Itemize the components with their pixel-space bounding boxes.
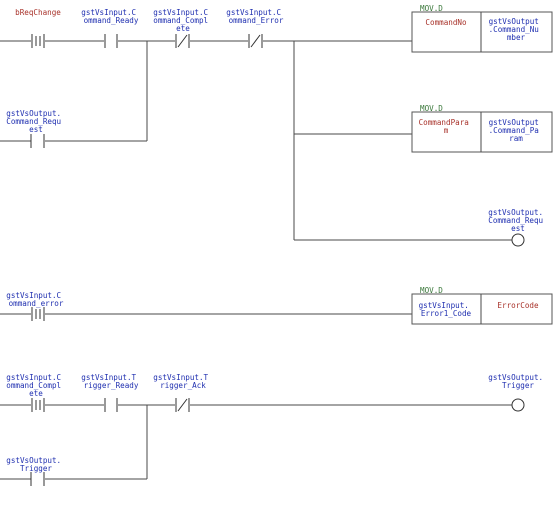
fb-input: CommandNo xyxy=(425,18,467,27)
coil-circle xyxy=(511,398,525,412)
fb-output: ErrorCode xyxy=(497,301,539,310)
fb-box xyxy=(411,293,553,325)
contact-label: gstVsInput.C ommand_Ready xyxy=(81,8,140,25)
fb-box xyxy=(411,111,553,153)
fb-output: gstVsOutput .Command_Pa ram xyxy=(489,118,544,143)
rung-1: bReqChange gstVsInput.C ommand_Ready gst… xyxy=(0,4,553,247)
contact-command-error-nc[interactable]: gstVsInput.C ommand_Error xyxy=(226,8,285,48)
contact-trigger-ready[interactable]: gstVsInput.T rigger_Ready xyxy=(81,373,140,412)
contact-label: gstVsInput.C ommand_error xyxy=(6,291,65,308)
contact-label: gstVsInput.C ommand_Compl ete xyxy=(153,8,212,33)
contact-label: gstVsOutput. Trigger xyxy=(6,456,65,473)
rung-3: gstVsInput.C ommand_Compl ete gstVsInput… xyxy=(0,373,547,486)
rung-2: gstVsInput.C ommand_error MOV.D gstVsInp… xyxy=(0,286,553,325)
contact-label: gstVsInput.C ommand_Error xyxy=(226,8,285,25)
mov-block-error-code[interactable]: MOV.D gstVsInput. Error1_Code ErrorCode xyxy=(411,286,553,325)
fb-input: gstVsInput. Error1_Code xyxy=(419,301,474,318)
contact-label: gstVsInput.T rigger_Ready xyxy=(81,373,140,390)
contact-label: gstVsInput.C ommand_Compl ete xyxy=(6,373,65,398)
coil-circle xyxy=(511,233,525,247)
fb-input: CommandPara m xyxy=(419,118,474,135)
coil-trigger[interactable]: gstVsOutput. Trigger xyxy=(488,373,547,412)
mov-block-command-param[interactable]: MOV.D CommandPara m gstVsOutput .Command… xyxy=(411,104,553,153)
fb-name: MOV.D xyxy=(420,286,443,295)
contact-label: bReqChange xyxy=(15,8,61,17)
contact-command-error[interactable]: gstVsInput.C ommand_error xyxy=(6,291,65,321)
contact-breqchange[interactable]: bReqChange xyxy=(15,8,61,48)
coil-label: gstVsOutput. Trigger xyxy=(488,373,547,390)
mov-block-command-number[interactable]: MOV.D CommandNo gstVsOutput .Command_Nu … xyxy=(411,4,553,53)
fb-box xyxy=(411,11,553,53)
coil-command-request[interactable]: gstVsOutput. Command_Requ est xyxy=(488,208,547,247)
contact-label: gstVsInput.T rigger_Ack xyxy=(153,373,212,390)
contact-command-request[interactable]: gstVsOutput. Command_Requ est xyxy=(6,109,65,148)
fb-output: gstVsOutput .Command_Nu mber xyxy=(489,17,544,42)
fb-name: MOV.D xyxy=(420,104,443,113)
contact-command-ready[interactable]: gstVsInput.C ommand_Ready xyxy=(81,8,140,48)
contact-command-complete[interactable]: gstVsInput.C ommand_Compl ete xyxy=(6,373,65,412)
contact-trigger-ack-nc[interactable]: gstVsInput.T rigger_Ack xyxy=(153,373,212,412)
contact-trigger[interactable]: gstVsOutput. Trigger xyxy=(6,456,65,486)
contact-label: gstVsOutput. Command_Requ est xyxy=(6,109,65,134)
fb-name: MOV.D xyxy=(420,4,443,13)
contact-command-complete-nc[interactable]: gstVsInput.C ommand_Compl ete xyxy=(153,8,212,48)
coil-label: gstVsOutput. Command_Requ est xyxy=(488,208,547,233)
